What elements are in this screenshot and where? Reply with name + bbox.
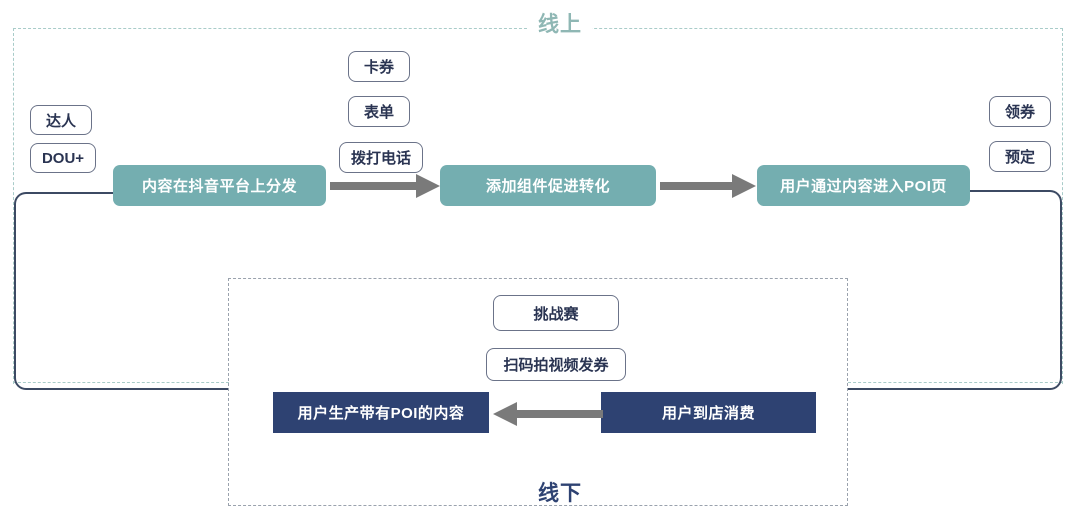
tag-dou-plus[interactable]: DOU+	[30, 143, 96, 173]
process-box-content-distribution[interactable]: 内容在抖音平台上分发	[113, 165, 326, 206]
arrow-right-component-to-poi	[660, 174, 756, 198]
tag-challenge-event[interactable]: 挑战赛	[493, 295, 619, 331]
arrow-left-instore-to-ugc	[493, 402, 603, 426]
process-box-enter-poi-page[interactable]: 用户通过内容进入POI页	[757, 165, 970, 206]
tag-card-coupon[interactable]: 卡券	[348, 51, 410, 82]
tag-scan-code-shoot-video-coupon[interactable]: 扫码拍视频发券	[486, 348, 626, 381]
tag-claim-coupon[interactable]: 领券	[989, 96, 1051, 127]
process-box-add-component[interactable]: 添加组件促进转化	[440, 165, 656, 206]
tag-form[interactable]: 表单	[348, 96, 410, 127]
tag-reservation[interactable]: 预定	[989, 141, 1051, 172]
arrow-right-distribute-to-component	[330, 174, 440, 198]
loop-connector-right	[848, 190, 1062, 390]
tag-daren[interactable]: 达人	[30, 105, 92, 135]
zone-offline-boundary	[228, 278, 848, 506]
process-box-in-store-consumption[interactable]: 用户到店消费	[601, 392, 816, 433]
zone-online-bottom-left-edge	[13, 382, 229, 383]
zone-offline-title: 线下	[528, 483, 592, 504]
tag-make-phone-call[interactable]: 拨打电话	[339, 142, 423, 173]
zone-online-title: 线上	[528, 14, 592, 35]
process-box-user-generated-poi-content[interactable]: 用户生产带有POI的内容	[273, 392, 489, 433]
loop-connector-left	[14, 192, 228, 390]
zone-online-bottom-right-edge	[848, 382, 1063, 383]
